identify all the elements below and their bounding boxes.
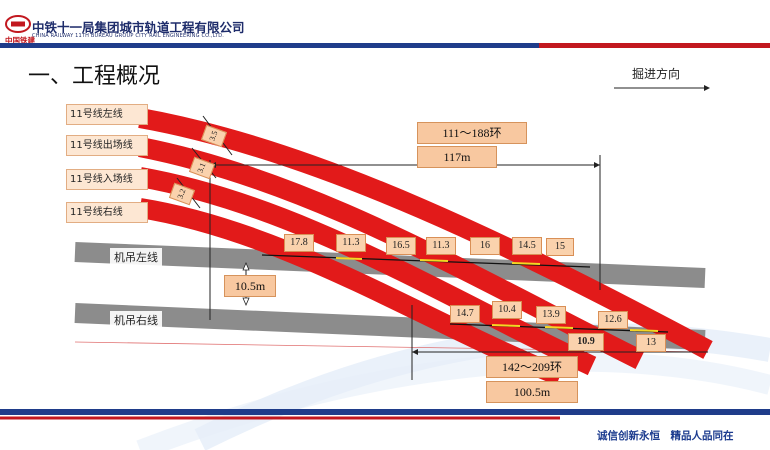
clearance-label: 10.9 bbox=[568, 333, 604, 351]
clearance-label: 14.5 bbox=[512, 237, 542, 255]
section-bottom-length: 100.5m bbox=[486, 381, 578, 403]
group-brand: 中国铁建 bbox=[5, 36, 35, 45]
company-name: 中铁十一局集团城市轨道工程有限公司 bbox=[32, 20, 245, 35]
existing-line-label-right: 机吊右线 bbox=[110, 311, 162, 329]
clearance-label: 14.7 bbox=[450, 305, 480, 323]
company-name-en: CHINA RAILWAY 11TH BUREAU GROUP CITY RAI… bbox=[32, 33, 225, 39]
tunnel-label-right: 11号线右线 bbox=[66, 202, 148, 223]
page-title: 一、工程概况 bbox=[28, 64, 161, 89]
direction-label: 掘进方向 bbox=[632, 67, 681, 81]
clearance-label: 16 bbox=[470, 237, 500, 255]
section-bottom-rings: 142～209环 bbox=[486, 356, 578, 378]
section-top-rings: 111～188环 bbox=[417, 122, 527, 144]
clearance-label: 11.3 bbox=[426, 237, 456, 255]
crcc-logo-icon bbox=[5, 15, 31, 33]
tunnel-label-in: 11号线入场线 bbox=[66, 169, 148, 190]
existing-line-label-left: 机吊左线 bbox=[110, 248, 162, 266]
tunnel-label-out: 11号线出场线 bbox=[66, 135, 148, 156]
clearance-label: 15 bbox=[546, 238, 574, 256]
clearance-label: 17.8 bbox=[284, 234, 314, 252]
clearance-label: 13 bbox=[636, 334, 666, 352]
arrowhead-icon bbox=[242, 297, 250, 307]
footer-slogan: 诚信创新永恒 精品人品同在 bbox=[597, 430, 734, 442]
tunnel-11-in bbox=[138, 167, 597, 376]
clearance-label: 16.5 bbox=[386, 237, 416, 255]
arrowhead-icon bbox=[412, 349, 418, 355]
section-top-length: 117m bbox=[417, 146, 497, 168]
direction-arrow-icon bbox=[614, 85, 710, 91]
company-logo bbox=[5, 14, 31, 34]
arrowhead-icon bbox=[594, 162, 600, 168]
clearance-label: 12.6 bbox=[598, 311, 628, 329]
tunnel-label-left: 11号线左线 bbox=[66, 104, 148, 125]
header-stripe bbox=[0, 43, 770, 48]
tunnel-11-right bbox=[138, 198, 564, 386]
vertical-gap-label: 10.5m bbox=[224, 275, 276, 297]
clearance-label: 13.9 bbox=[536, 306, 566, 324]
clearance-label: 10.4 bbox=[492, 301, 522, 319]
clearance-label: 11.3 bbox=[336, 234, 366, 252]
arrowhead-icon bbox=[242, 261, 250, 271]
clearance-markers bbox=[335, 257, 659, 332]
